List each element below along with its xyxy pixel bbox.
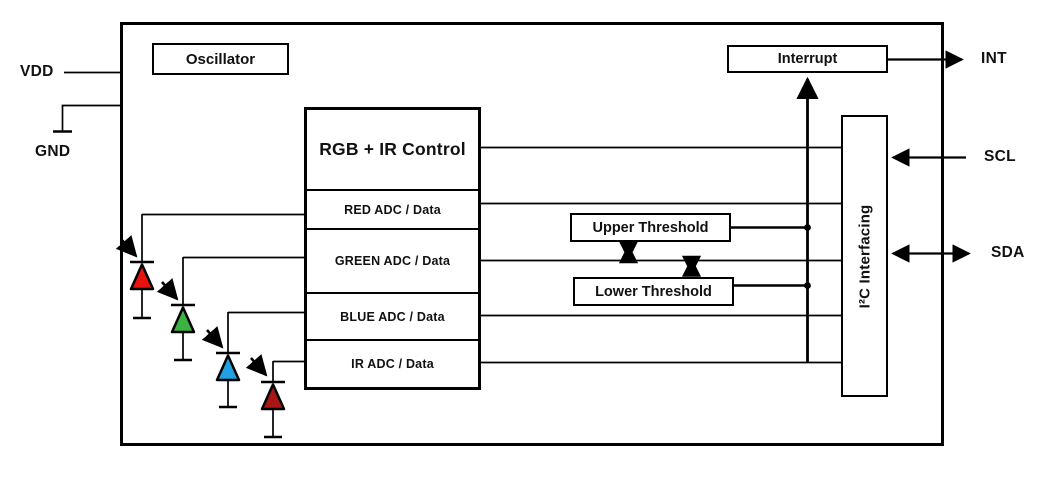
red-photodiode: [115, 213, 306, 320]
upper-threshold-label: Upper Threshold: [592, 219, 709, 236]
threshold-wires: [618, 224, 811, 289]
adc-row-blue: BLUE ADC / Data: [307, 292, 478, 339]
green-light-arrow-icon: [156, 278, 179, 301]
adc-row-blue-label: BLUE ADC / Data: [340, 309, 445, 324]
pin-label-sda: SDA: [991, 244, 1025, 261]
adc-row-ir: IR ADC / Data: [307, 339, 478, 387]
ir-photodiode: [245, 354, 306, 439]
adc-row-green: GREEN ADC / Data: [307, 228, 478, 292]
adc-row-red-label: RED ADC / Data: [344, 202, 441, 217]
upper-threshold-block: Upper Threshold: [570, 213, 731, 242]
chip-boundary: [120, 22, 944, 446]
pin-label-vdd: VDD: [20, 63, 54, 80]
oscillator-block: Oscillator: [152, 43, 289, 75]
blue-light-arrow-icon: [201, 326, 224, 349]
i2c-block: I²C Interfacing: [841, 115, 888, 397]
red-light-arrow-icon: [115, 235, 138, 258]
lower-threshold-label: Lower Threshold: [595, 283, 712, 300]
control-block: RGB + IR Control: [307, 110, 478, 189]
oscillator-label: Oscillator: [185, 50, 256, 68]
control-stack-block: RGB + IR Control RED ADC / Data GREEN AD…: [304, 107, 481, 390]
i2c-label: I²C Interfacing: [856, 204, 873, 308]
ir-light-arrow-icon: [245, 354, 268, 377]
blue-photodiode: [201, 311, 306, 409]
pin-label-gnd: GND: [35, 143, 71, 160]
pin-label-scl: SCL: [984, 148, 1016, 165]
gnd-wire: [53, 104, 122, 133]
interrupt-block: Interrupt: [727, 45, 888, 73]
lower-threshold-block: Lower Threshold: [573, 277, 734, 306]
green-photodiode: [156, 256, 306, 362]
data-bus-wires: [480, 146, 842, 364]
adc-row-red: RED ADC / Data: [307, 189, 478, 228]
adc-row-green-label: GREEN ADC / Data: [334, 254, 451, 268]
control-label: RGB + IR Control: [319, 139, 466, 159]
interrupt-label: Interrupt: [777, 51, 838, 67]
pin-label-int: INT: [981, 50, 1007, 67]
adc-row-ir-label: IR ADC / Data: [351, 357, 434, 371]
